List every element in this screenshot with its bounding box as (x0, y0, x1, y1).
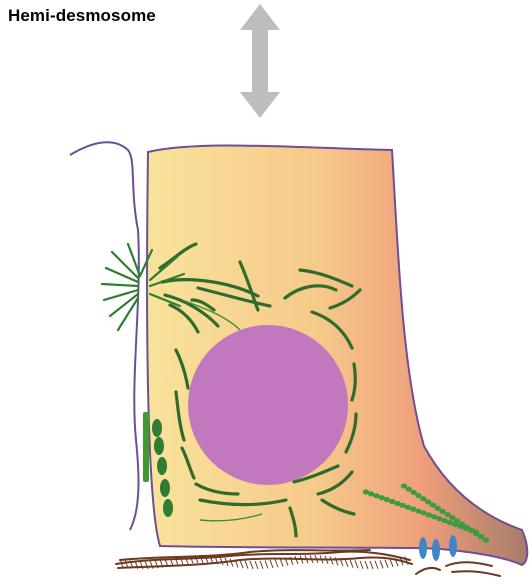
fibre-hatch (250, 561, 253, 569)
fibre-hatch (260, 561, 263, 569)
fibre-hatch (240, 560, 243, 568)
fibre-hatch (380, 560, 383, 568)
fibre-hatch (370, 561, 373, 569)
double-arrow-icon (240, 4, 280, 118)
fibre-hatch (255, 561, 258, 569)
fibre-hatch (345, 559, 348, 567)
fibre-hatch (270, 560, 273, 568)
fibre-hatch (295, 556, 298, 564)
fibre-hatch (265, 561, 268, 569)
fibre-hatch (385, 560, 388, 568)
fibre-hatch (365, 561, 368, 569)
fibre-hatch (275, 559, 278, 567)
chain-bead (483, 537, 489, 542)
fibre-hatch (245, 561, 248, 569)
fibre-hatch (220, 557, 223, 565)
fibre-hatch (330, 557, 333, 565)
junction-bar (143, 412, 149, 482)
fibre-hatch (350, 560, 353, 568)
fibre-hatch (355, 560, 358, 568)
nucleus (188, 325, 348, 485)
fibre-hatch (375, 561, 378, 569)
fibre-hatch (230, 559, 233, 567)
fibre-hatch (360, 561, 363, 569)
neighbor-cell-outline (70, 142, 139, 530)
